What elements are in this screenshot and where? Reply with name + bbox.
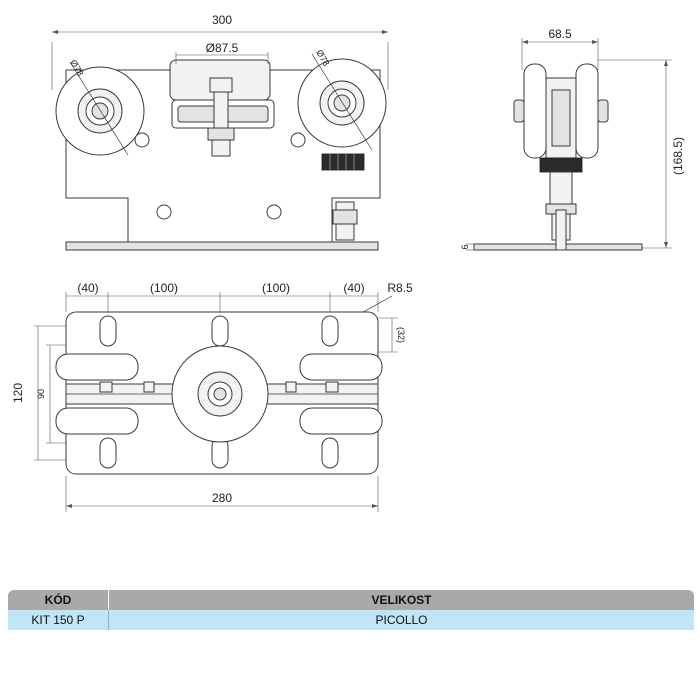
dim-overall-width: 300	[212, 13, 232, 27]
dim-slot-length: (32)	[396, 327, 406, 343]
table-header-row: KÓD VELIKOST	[8, 590, 694, 610]
cell-size: PICOLLO	[109, 610, 694, 630]
col-header-code: KÓD	[8, 590, 109, 610]
dim-side-width: 68.5	[548, 27, 572, 41]
cell-code: KIT 150 P	[8, 610, 109, 630]
side-wheel-left	[523, 63, 547, 159]
technical-drawing: 300 Ø87.5 Ø78 Ø78	[11, 13, 685, 512]
dim-slot-radius: R8.5	[387, 281, 413, 295]
top-view: (40) (100) (100) (40) R8.5 (32) 120 90	[11, 281, 413, 512]
dim-outer-height: 120	[11, 383, 25, 403]
dim-base-width: 280	[212, 491, 232, 505]
side-wheel-right	[575, 63, 599, 159]
side-view: 68.5 (168.5) 6	[460, 27, 685, 251]
col-header-size: VELIKOST	[109, 590, 694, 610]
table-row: KIT 150 P PICOLLO	[8, 610, 694, 630]
spec-table: KÓD VELIKOST KIT 150 P PICOLLO	[8, 590, 694, 630]
dim-spacing-mid-right: (100)	[262, 281, 290, 295]
mounting-slots	[99, 315, 339, 469]
dim-inner-height: 90	[36, 389, 46, 399]
dim-side-height: (168.5)	[671, 137, 685, 175]
dim-spacing-left: (40)	[77, 281, 98, 295]
dim-center-diameter: Ø87.5	[206, 41, 239, 55]
dim-spacing-mid-left: (100)	[150, 281, 178, 295]
front-base-flange	[65, 241, 379, 251]
front-view: 300 Ø87.5 Ø78 Ø78	[51, 13, 389, 251]
dim-spacing-right: (40)	[343, 281, 364, 295]
dim-base-thickness: 6	[460, 244, 470, 249]
